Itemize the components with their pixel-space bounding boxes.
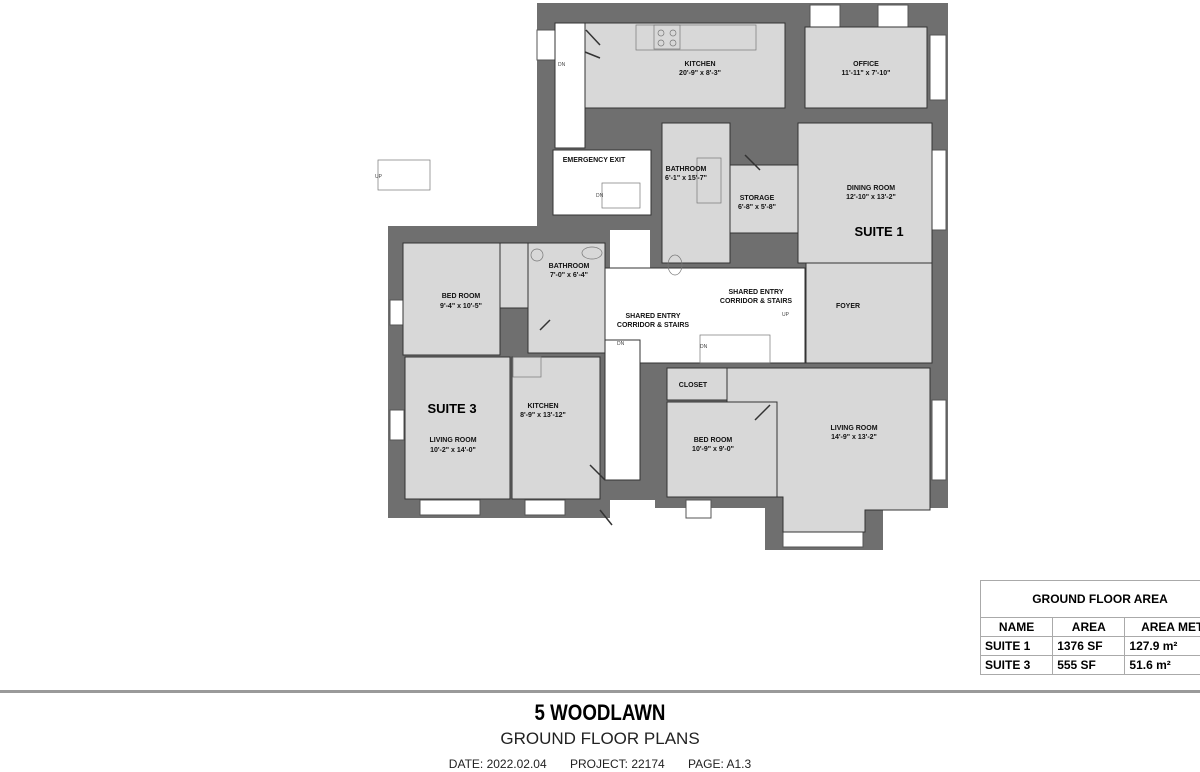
- closet-suite3: [499, 242, 529, 309]
- toilet-icon: [667, 254, 683, 276]
- room-bathroom-suite1: [661, 122, 731, 264]
- dims-living-suite1: 14'-9" x 13'-2": [831, 434, 877, 441]
- dims-bathroom-suite1: 6'-1" x 15'-7": [665, 175, 707, 182]
- col-header: AREA MET: [1124, 617, 1200, 637]
- stair-icon: [699, 334, 771, 364]
- room-kitchen-suite3: [511, 356, 601, 500]
- col-header: AREA: [1052, 617, 1126, 637]
- label-closet: CLOSET: [679, 382, 708, 389]
- dims-kitchen-suite3: 8'-9" x 13'-12": [520, 412, 566, 419]
- stair-dn-label: DN: [596, 193, 604, 199]
- stove-icon: [653, 24, 681, 50]
- label-storage: STORAGE: [740, 195, 775, 202]
- floor-plan: DN DN UP DN DN UP KITCHEN 20'-9" x 8'-3"…: [375, 3, 948, 550]
- cell: 555 SF: [1052, 655, 1126, 675]
- stove-icon: [512, 356, 542, 378]
- project-number: PROJECT: 22174: [569, 757, 665, 771]
- table-row: SUITE 1 1376 SF 127.9 m²: [979, 636, 1200, 656]
- room-living-suite1: [726, 367, 931, 533]
- label-bed-suite1: BED ROOM: [694, 437, 733, 444]
- dims-bathroom-suite3: 7'-0" x 6'-4": [550, 272, 588, 279]
- dims-bed-suite3: 9'-4" x 10'-5": [440, 303, 482, 310]
- room-bed-suite1: [666, 401, 778, 498]
- bathtub-icon: [696, 157, 722, 204]
- label-suite3: SUITE 3: [427, 401, 476, 416]
- room-bed-suite3: [402, 242, 501, 356]
- date: DATE: 2022.02.04: [448, 757, 547, 771]
- label-living-suite3: LIVING ROOM: [429, 437, 476, 444]
- dims-dining: 12'-10" x 13'-2": [846, 194, 896, 201]
- room-storage: [729, 164, 799, 234]
- stair-dn-label: DN: [617, 341, 625, 347]
- cell: 51.6 m²: [1124, 655, 1200, 675]
- label-shared-entry-2b: CORRIDOR & STAIRS: [720, 298, 793, 305]
- area-table: GROUND FLOOR AREA NAME AREA AREA MET SUI…: [979, 580, 1200, 675]
- label-suite1: SUITE 1: [854, 224, 903, 239]
- label-foyer: FOYER: [836, 303, 860, 310]
- room-office: [804, 26, 928, 109]
- room-dining: [797, 122, 933, 264]
- label-kitchen-suite3: KITCHEN: [527, 403, 558, 410]
- label-bed-suite3: BED ROOM: [442, 293, 481, 300]
- title-divider: [0, 690, 1200, 693]
- fixtures: [377, 24, 771, 526]
- project-name: 5 WOODLAWN: [534, 700, 666, 725]
- stair-up-label: UP: [375, 174, 383, 180]
- dims-bed-suite1: 10'-9" x 9'-0": [692, 446, 734, 453]
- windows: [389, 4, 947, 548]
- label-shared-entry-1: SHARED ENTRY: [626, 313, 681, 320]
- label-kitchen-top: KITCHEN: [684, 61, 715, 68]
- label-dining: DINING ROOM: [847, 185, 895, 192]
- label-shared-entry-1b: CORRIDOR & STAIRS: [617, 322, 690, 329]
- page-number: PAGE: A1.3: [688, 757, 752, 771]
- room-labels: KITCHEN 20'-9" x 8'-3" OFFICE 11'-11" x …: [427, 61, 903, 454]
- toilet-icon: [581, 246, 603, 260]
- sink-icon: [530, 248, 544, 262]
- exterior-stair-icon: [377, 159, 431, 191]
- label-living-suite1: LIVING ROOM: [830, 425, 877, 432]
- room-foyer: [805, 262, 933, 364]
- sheet-title: GROUND FLOOR PLANS: [500, 729, 700, 748]
- stair-dn-label: DN: [700, 344, 708, 350]
- label-bathroom-suite3: BATHROOM: [549, 263, 590, 270]
- label-office: OFFICE: [853, 61, 879, 68]
- col-header: NAME: [979, 617, 1054, 637]
- sheet-info: DATE: 2022.02.04 PROJECT: 22174 PAGE: A1…: [0, 757, 1200, 771]
- cell: SUITE 1: [979, 636, 1054, 656]
- label-bathroom-suite1: BATHROOM: [666, 166, 707, 173]
- stair-icon: [601, 182, 641, 209]
- room-closet: [666, 367, 728, 401]
- shared-entry-passage: [604, 339, 641, 481]
- cell: 127.9 m²: [1124, 636, 1200, 656]
- dims-office: 11'-11" x 7'-10": [842, 70, 891, 77]
- label-emergency-exit: EMERGENCY EXIT: [563, 157, 626, 164]
- dims-kitchen-top: 20'-9" x 8'-3": [679, 70, 721, 77]
- room-bathroom-suite3: [527, 242, 606, 354]
- area-table-title: GROUND FLOOR AREA: [980, 580, 1200, 618]
- room-kitchen-top: [584, 22, 786, 109]
- label-shared-entry-2: SHARED ENTRY: [729, 289, 784, 296]
- rear-stair: [554, 22, 586, 149]
- room-living-suite3: [404, 356, 511, 500]
- dims-storage: 6'-8" x 5'-8": [738, 204, 776, 211]
- stair-up-label: UP: [782, 312, 790, 318]
- dims-living-suite3: 10'-2" x 14'-0": [430, 447, 476, 454]
- table-row: SUITE 3 555 SF 51.6 m²: [979, 655, 1200, 675]
- cell: SUITE 3: [979, 655, 1054, 675]
- cell: 1376 SF: [1052, 636, 1126, 656]
- stair-dn-label: DN: [558, 62, 566, 68]
